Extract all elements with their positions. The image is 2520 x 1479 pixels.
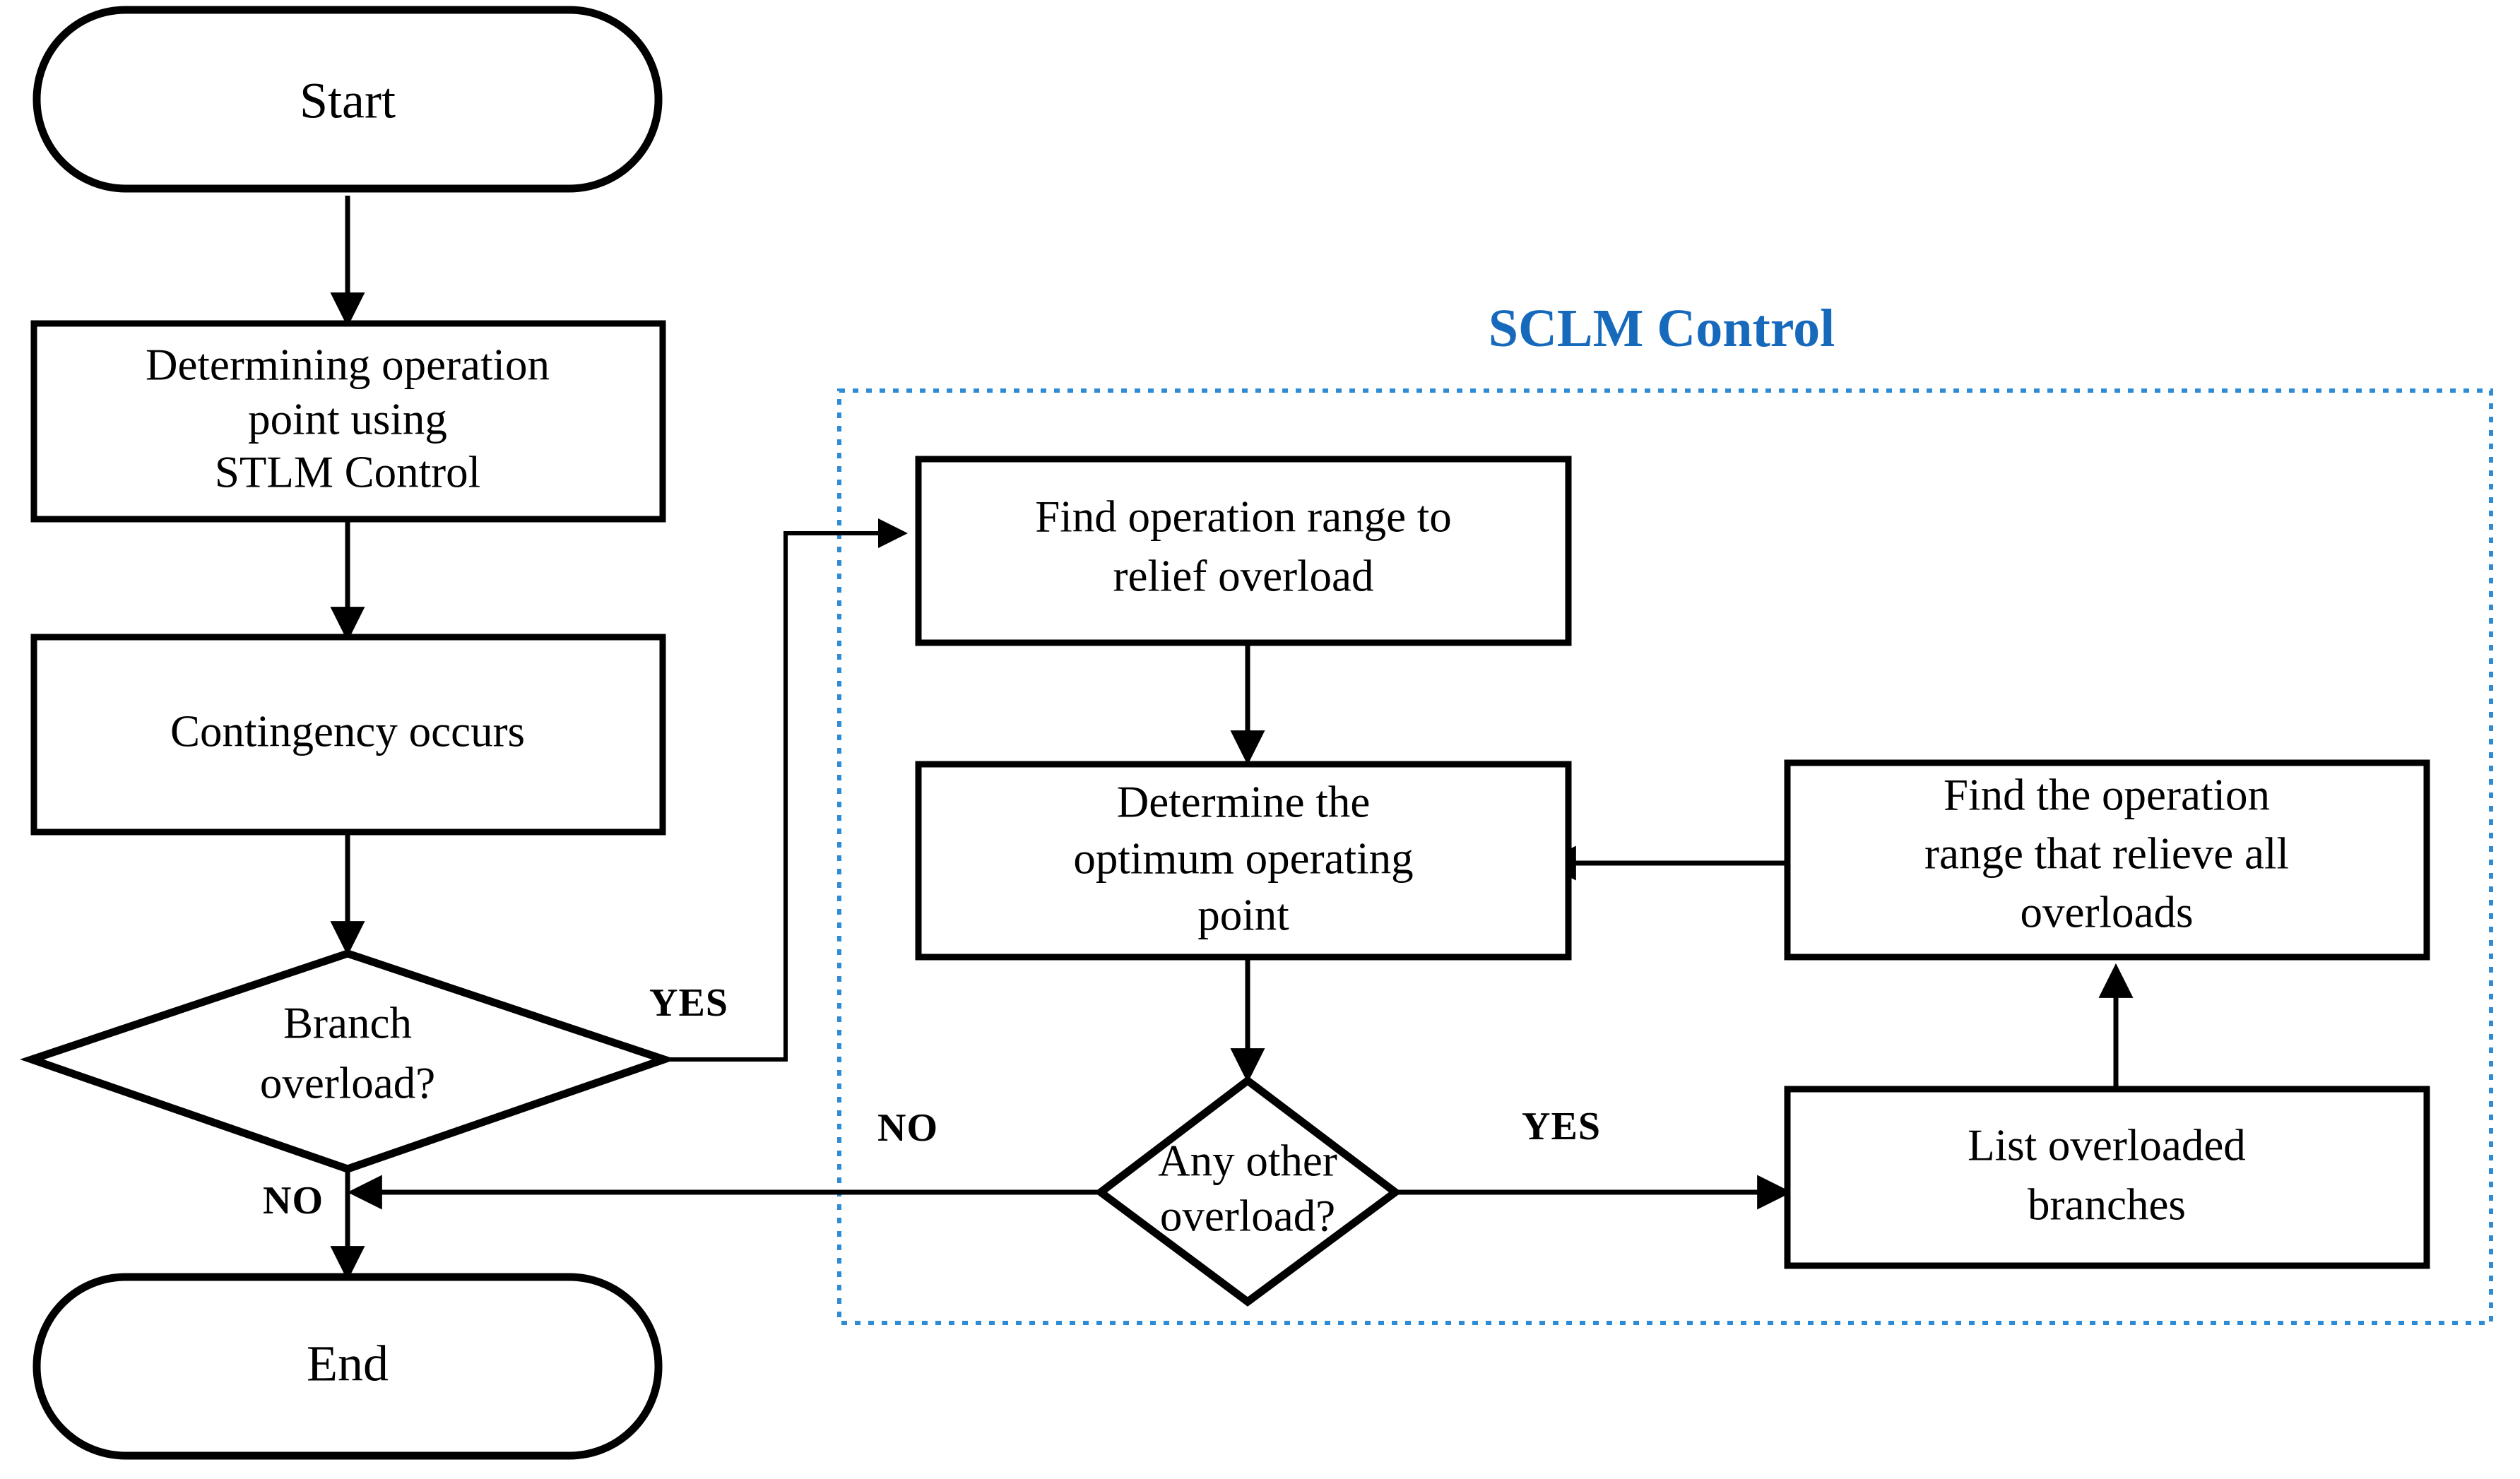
branch-overload-label-line1: Branch (283, 998, 412, 1047)
branch-overload-shape (19, 949, 677, 1173)
list-overloaded-label-line1: List overloaded (1968, 1120, 2246, 1170)
node-find-operation-range-relief[interactable]: Find operation range to relief overload (915, 456, 1572, 646)
determine-optimum-label-line3: point (1197, 890, 1289, 939)
edge-label-any-other-overload-no: NO (877, 1106, 938, 1150)
node-contingency-occurs[interactable]: Contingency occurs (30, 634, 666, 836)
determine-stlm-label-line1: Determining operation (146, 340, 550, 389)
find-range-all-shape (1784, 759, 2430, 961)
branch-overload-label-line2: overload? (260, 1058, 435, 1107)
node-find-range-relieve-all-overloads[interactable]: Find the operation range that relieve al… (1784, 759, 2430, 961)
contingency-shape (30, 634, 666, 836)
end-label: End (307, 1336, 389, 1392)
determine-optimum-shape (915, 761, 1572, 961)
node-determine-optimum-operating-point[interactable]: Determine the optimum operating point (915, 761, 1572, 961)
node-end[interactable]: End (32, 1273, 663, 1460)
edge-branch-overload-yes-to-find-range-relief (664, 518, 908, 1062)
edge-label-branch-overload-yes: YES (649, 981, 728, 1025)
determine-stlm-label-line3: STLM Control (215, 447, 480, 497)
sclm-group-label: SCLM Control (1489, 299, 1835, 358)
start-label: Start (300, 73, 396, 129)
node-any-other-overload-decision[interactable]: Any other overload? (1094, 1076, 1402, 1307)
determine-stlm-label-line2: point using (248, 394, 447, 444)
end-shape (32, 1273, 663, 1460)
list-overloaded-shape (1784, 1086, 2430, 1269)
node-determining-operation-point[interactable]: Determining operation point using STLM C… (30, 320, 666, 523)
contingency-label: Contingency occurs (170, 706, 525, 756)
node-branch-overload-decision[interactable]: Branch overload? (19, 949, 677, 1173)
find-range-all-label-line2: range that relieve all (1924, 828, 2289, 878)
determine-stlm-shape (30, 320, 666, 523)
sclm-group-border (837, 388, 2493, 1325)
edge-label-any-other-overload-yes: YES (1522, 1105, 1601, 1148)
find-range-relief-shape (915, 456, 1572, 646)
list-overloaded-label-line2: branches (2028, 1180, 2186, 1229)
any-other-overload-shape (1094, 1076, 1402, 1307)
edge-label-branch-overload-no: NO (263, 1179, 324, 1223)
node-start[interactable]: Start (32, 6, 663, 193)
start-shape (32, 6, 663, 193)
find-range-relief-label-line2: relief overload (1113, 551, 1373, 600)
find-range-all-label-line3: overloads (2021, 887, 2194, 937)
find-range-all-label-line1: Find the operation (1944, 770, 2270, 819)
determine-optimum-label-line2: optimum operating (1073, 833, 1413, 883)
find-range-relief-label-line1: Find operation range to (1035, 492, 1452, 541)
any-other-overload-label-line1: Any other (1158, 1136, 1337, 1185)
node-list-overloaded-branches[interactable]: List overloaded branches (1784, 1086, 2430, 1269)
determine-optimum-label-line1: Determine the (1117, 777, 1371, 826)
any-other-overload-label-line2: overload? (1160, 1191, 1335, 1240)
